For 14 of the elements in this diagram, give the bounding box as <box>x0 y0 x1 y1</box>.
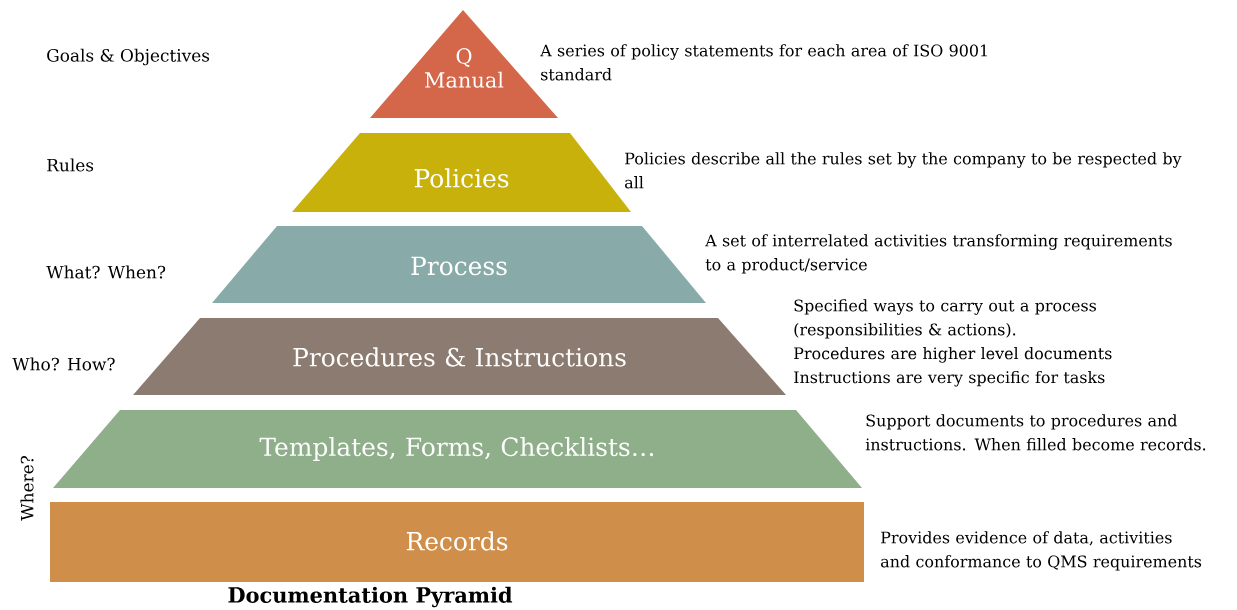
tier-description: Support documents to procedures and instructions. When filled become records. <box>865 414 1206 451</box>
side-label: Who? How? <box>12 357 115 371</box>
side-label: What? When? <box>46 265 166 279</box>
caption: Documentation Pyramid <box>228 586 513 608</box>
pyramid-tier: Templates, Forms, Checklists… <box>53 410 862 488</box>
pyramid-tier: Records <box>50 502 864 582</box>
tier-description: Provides evidence of data, activities and conformance to QMS requirements <box>881 531 1202 571</box>
side-label: Goals & Objectives <box>47 48 210 66</box>
pyramid-tier: Process <box>212 226 706 303</box>
pyramid-tier: Procedures & Instructions <box>133 318 786 395</box>
side-label: Rules <box>47 158 94 172</box>
tier-description: A set of interrelated activities transforming requirements to a product/service <box>705 234 1172 274</box>
tier-description: Specified ways to carry out a process (responsibilities & actions). Procedures are higher level documents Instructions are very specific for tasks <box>794 299 1112 387</box>
side-label: Where? <box>20 456 34 521</box>
